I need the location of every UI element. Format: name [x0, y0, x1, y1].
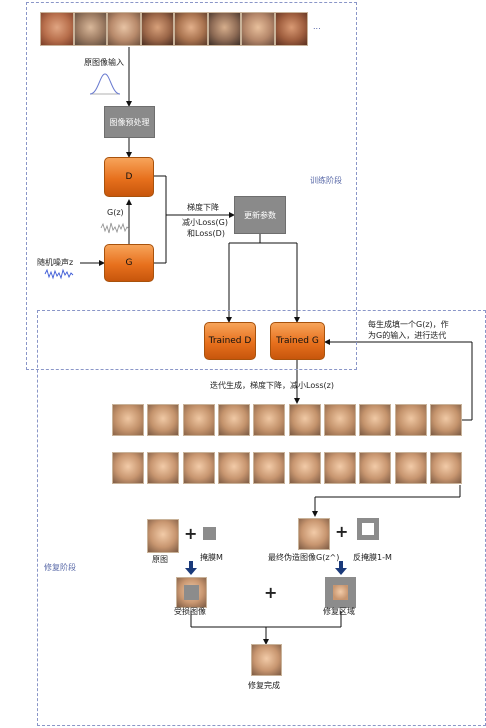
discriminator-d-box: D: [104, 157, 154, 197]
repair-region-image: [325, 577, 356, 608]
damaged-label: 受损图像: [174, 607, 206, 616]
face-thumbnail: [253, 452, 286, 484]
face-thumbnail: [359, 404, 392, 436]
face-thumbnail: [323, 452, 356, 484]
repaired-face-image: [251, 644, 282, 676]
final-fake-label: 最终伪造图像G(z^): [268, 553, 340, 562]
strip-ellipsis: ...: [313, 22, 321, 31]
repair-region-label: 修复区域: [323, 607, 355, 616]
face-thumbnail: [253, 404, 286, 436]
generated-face-row-2: [112, 452, 462, 484]
face-thumbnail: [217, 404, 250, 436]
inverse-mask-icon: [357, 518, 379, 540]
gz-waveform-icon: [100, 222, 130, 234]
input-face-strip: [40, 12, 308, 46]
trained-g-box: Trained G: [270, 322, 325, 360]
face-thumbnail: [182, 452, 215, 484]
training-stage-label: 训练阶段: [310, 176, 342, 185]
training-stage-region: [26, 2, 357, 370]
face-thumbnail: [73, 12, 107, 46]
mask-m-icon: [203, 527, 216, 540]
face-thumbnail: [174, 12, 208, 46]
update-params-box: 更新参数: [234, 196, 286, 234]
face-thumbnail: [112, 452, 144, 484]
plus-sign-2: +: [335, 522, 349, 541]
gaussian-curve-icon: [89, 73, 121, 95]
inverse-mask-label: 反掩膜1-M: [353, 553, 392, 562]
face-thumbnail: [107, 12, 141, 46]
plus-sign-3: +: [264, 583, 278, 602]
damaged-face-image: [176, 577, 207, 608]
face-thumbnail: [207, 12, 241, 46]
face-thumbnail: [217, 452, 250, 484]
original-face-image: [147, 519, 179, 553]
noise-waveform-icon: [44, 268, 74, 280]
damaged-mask-patch: [184, 585, 199, 600]
feedback-label-line2: 为G的输入，进行迭代: [368, 331, 447, 340]
face-thumbnail: [323, 404, 356, 436]
mask-m-label: 掩膜M: [200, 553, 223, 562]
face-thumbnail: [394, 452, 427, 484]
face-thumbnail: [147, 404, 180, 436]
gradient-label-line3: 和Loss(D): [187, 229, 225, 238]
face-thumbnail: [147, 452, 180, 484]
face-thumbnail: [394, 404, 427, 436]
face-thumbnail: [288, 452, 321, 484]
face-thumbnail: [140, 12, 174, 46]
face-thumbnail: [288, 404, 321, 436]
trained-d-box: Trained D: [204, 322, 256, 360]
orig-image-label: 原图: [152, 555, 168, 564]
face-thumbnail: [112, 404, 144, 436]
done-label: 修复完成: [248, 681, 280, 690]
face-thumbnail: [274, 12, 308, 46]
gradient-label-line2: 减小Loss(G): [182, 218, 228, 227]
iterate-label: 迭代生成，梯度下降，减小Loss(z): [210, 381, 334, 390]
final-fake-face-image: [298, 518, 330, 550]
face-thumbnail: [359, 452, 392, 484]
face-thumbnail: [429, 452, 462, 484]
face-thumbnail: [40, 12, 74, 46]
feedback-label-line1: 每生成填一个G(z)，作: [368, 320, 449, 329]
preprocess-box: 图像预处理: [104, 106, 155, 138]
face-thumbnail: [182, 404, 215, 436]
face-thumbnail: [241, 12, 275, 46]
repair-stage-label: 修复阶段: [44, 563, 76, 572]
noise-label: 随机噪声z: [37, 258, 74, 267]
repair-region-face-patch: [333, 585, 348, 600]
gz-label: G(z): [107, 208, 124, 217]
face-thumbnail: [429, 404, 462, 436]
gradient-label-line1: 梯度下降: [187, 203, 219, 212]
original-input-label: 原图像输入: [84, 58, 124, 67]
generated-face-row-1: [112, 404, 462, 436]
generator-g-box: G: [104, 244, 154, 282]
plus-sign-1: +: [184, 524, 198, 543]
